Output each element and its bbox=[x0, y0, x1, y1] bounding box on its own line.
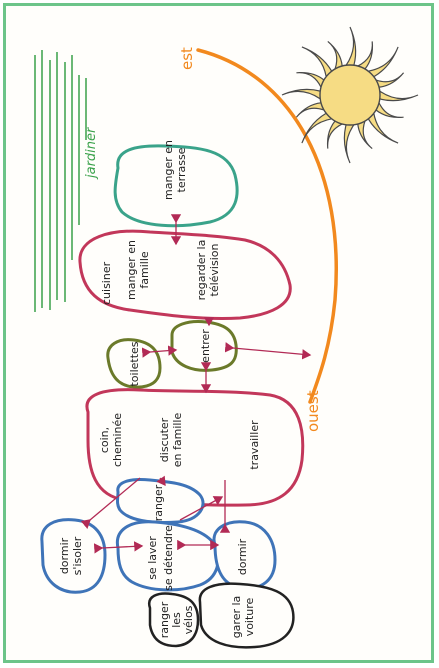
sun-ray bbox=[374, 72, 405, 88]
sun-disc bbox=[319, 64, 381, 126]
terrace-line-2: terrasse bbox=[175, 147, 188, 192]
sun-ray bbox=[367, 112, 399, 144]
connection-arrows bbox=[80, 214, 312, 554]
kitchen-eat-1: manger en bbox=[125, 240, 138, 300]
storage-label: ranger bbox=[152, 484, 165, 521]
sun-ray bbox=[296, 71, 325, 89]
kitchen-eat-2: famille bbox=[138, 251, 151, 288]
kitchen-cook: cuisiner bbox=[100, 261, 113, 305]
sun-ray bbox=[356, 41, 374, 70]
zone-car bbox=[198, 582, 295, 649]
sun-ray bbox=[344, 26, 357, 66]
bikes-2: les bbox=[170, 612, 183, 628]
living-work: travailler bbox=[248, 420, 261, 470]
sun-icon bbox=[281, 26, 419, 164]
car-2: voiture bbox=[243, 597, 256, 636]
zone-storage bbox=[116, 478, 205, 524]
isolate-1: dormir bbox=[58, 537, 71, 574]
garden-lines bbox=[34, 50, 87, 312]
zone-sleep bbox=[212, 520, 277, 590]
car-1: garer la bbox=[230, 596, 243, 639]
bathroom-2: se détendre bbox=[162, 525, 175, 591]
entrance-label: entrer bbox=[199, 329, 212, 363]
sun-ray bbox=[301, 112, 333, 144]
zone-terrace bbox=[113, 144, 239, 228]
bathroom-1: se laver bbox=[146, 536, 159, 580]
kitchen-tv-2: télévision bbox=[208, 243, 221, 296]
sun-ray bbox=[367, 46, 399, 78]
living-corner-2: cheminée bbox=[111, 413, 124, 467]
sun-path-arc bbox=[196, 48, 338, 404]
sun-ray bbox=[343, 124, 356, 164]
sun-ray bbox=[326, 120, 344, 149]
sun-ray bbox=[379, 89, 419, 102]
terrace-line-1: manger en bbox=[162, 140, 175, 200]
east-label: est bbox=[178, 47, 196, 70]
toilets-label: toilettes bbox=[128, 341, 141, 386]
zone-isolate bbox=[40, 518, 107, 594]
zone-kitchen bbox=[78, 229, 292, 320]
living-discuss-1: discuter bbox=[158, 417, 171, 462]
west-label: ouest bbox=[304, 390, 322, 432]
living-corner-1: coin, bbox=[98, 427, 111, 453]
sun-ray bbox=[295, 102, 326, 118]
sun-ray bbox=[357, 119, 373, 150]
sun-ray bbox=[301, 46, 333, 78]
kitchen-tv-1: regarder la bbox=[195, 240, 208, 301]
living-discuss-2: en famille bbox=[171, 413, 184, 468]
sun-ray bbox=[375, 101, 404, 119]
garden-label: jardiner bbox=[84, 126, 99, 180]
sun-ray bbox=[281, 88, 321, 101]
sleep-label: dormir bbox=[236, 538, 249, 575]
bikes-3: vélos bbox=[182, 605, 195, 634]
sun-ray bbox=[327, 40, 343, 71]
zone-bikes bbox=[147, 592, 200, 648]
isolate-2: s'isoler bbox=[71, 536, 84, 575]
bikes-1: ranger bbox=[158, 601, 171, 638]
